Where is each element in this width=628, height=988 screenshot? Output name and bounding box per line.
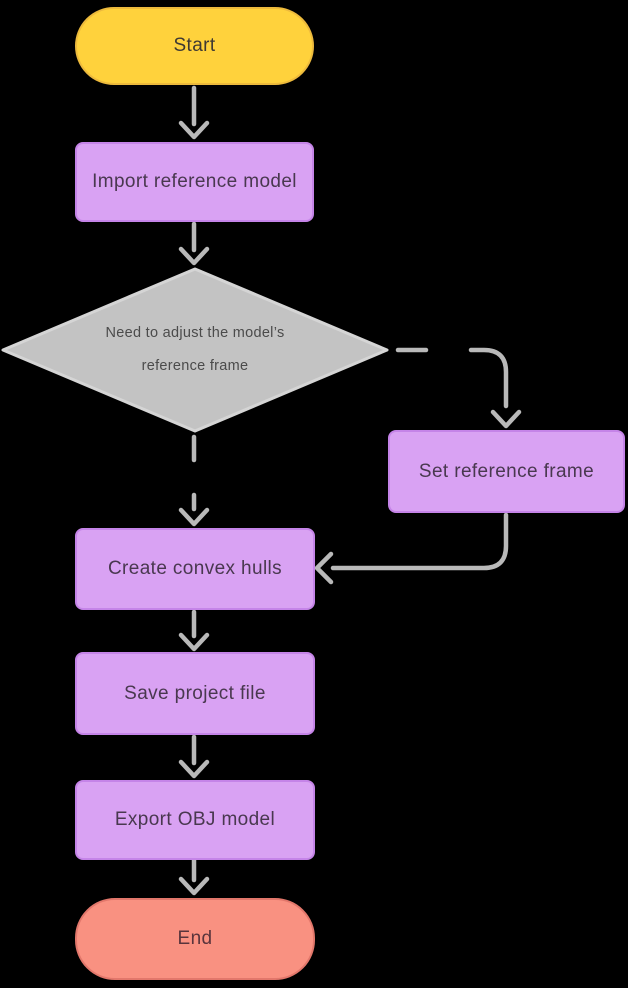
node-end[interactable]: End xyxy=(75,898,315,980)
node-import-reference-model-label: Import reference model xyxy=(92,171,297,193)
arrowhead-down-icon xyxy=(178,120,210,140)
arrowhead-down-icon xyxy=(178,632,210,652)
arrowhead-left-icon xyxy=(314,551,334,585)
arrowhead-down-icon xyxy=(178,246,210,266)
node-set-reference-frame[interactable]: Set reference frame xyxy=(388,430,625,513)
edge-decision-setref xyxy=(395,347,522,429)
node-import-reference-model[interactable]: Import reference model xyxy=(75,142,314,222)
node-set-reference-frame-label: Set reference frame xyxy=(418,460,595,482)
edge-setref-hulls xyxy=(314,512,509,585)
node-end-label: End xyxy=(177,928,213,949)
node-decision-label: Need to adjust the model’s reference fra… xyxy=(105,325,285,374)
node-create-convex-hulls[interactable]: Create convex hulls xyxy=(75,528,315,610)
arrowhead-down-icon xyxy=(490,409,522,429)
node-save-project-file-label: Save project file xyxy=(124,682,266,704)
edge-decision-hulls xyxy=(178,434,210,527)
node-save-project-file[interactable]: Save project file xyxy=(75,652,315,735)
node-create-convex-hulls-label: Create convex hulls xyxy=(107,558,283,580)
arrowhead-down-icon xyxy=(178,759,210,779)
edge-hulls-save xyxy=(178,609,210,652)
node-export-obj-model-label: Export OBJ model xyxy=(114,809,276,831)
node-decision-shape[interactable] xyxy=(1,267,389,433)
edge-start-import xyxy=(178,85,210,140)
edge-import-decision xyxy=(178,221,210,266)
node-start[interactable]: Start xyxy=(75,7,314,85)
arrowhead-down-icon xyxy=(178,876,210,896)
edge-save-export xyxy=(178,734,210,779)
node-start-label: Start xyxy=(173,35,216,56)
arrowhead-down-icon xyxy=(178,507,210,527)
node-export-obj-model[interactable]: Export OBJ model xyxy=(75,780,315,860)
edge-export-end xyxy=(178,857,210,896)
